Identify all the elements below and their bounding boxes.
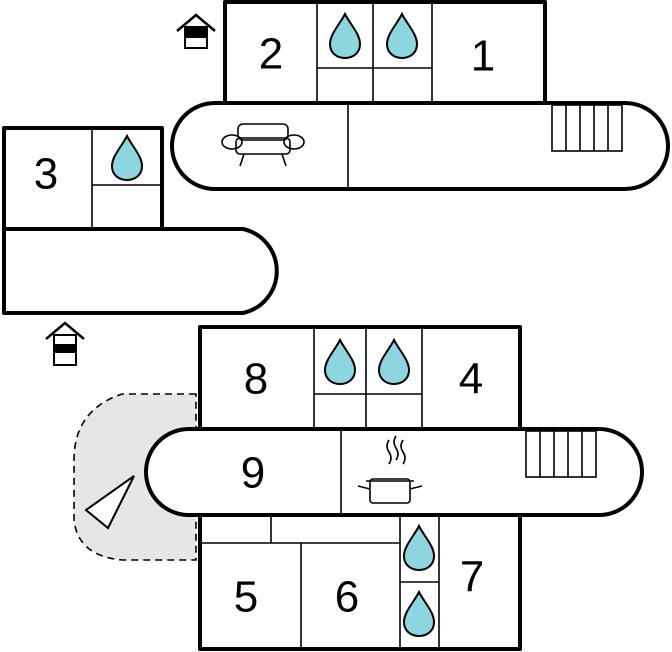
bottom-unit-lower-block <box>198 507 522 651</box>
entrance-house-icon <box>176 13 216 49</box>
middle-unit: 3 <box>2 126 279 315</box>
room-label: 6 <box>335 573 359 622</box>
top-unit: 2 1 <box>170 0 670 191</box>
stairs-icon <box>551 104 623 152</box>
middle-unit-rooms-block <box>2 126 164 236</box>
entrance-house-icon <box>45 321 85 366</box>
room-label: 4 <box>459 355 483 404</box>
room-label: 7 <box>460 553 484 602</box>
middle-unit-hall <box>2 227 279 315</box>
stairs-icon <box>525 430 597 478</box>
sofa-icon <box>221 123 305 167</box>
top-unit-rooms-block <box>223 0 547 110</box>
bottom-unit-upper-block <box>198 325 522 435</box>
room-label: 2 <box>259 30 283 79</box>
cooking-pot-icon <box>357 435 423 504</box>
bottom-unit-corridor <box>144 427 644 517</box>
room-label: 3 <box>34 150 58 199</box>
bottom-unit: 8 4 9 5 6 7 <box>73 325 644 651</box>
room-label: 9 <box>241 449 265 498</box>
room-label: 8 <box>244 355 268 404</box>
room-label: 1 <box>471 32 495 81</box>
room-label: 5 <box>234 573 258 622</box>
orientation-arrow-icon <box>84 475 135 530</box>
